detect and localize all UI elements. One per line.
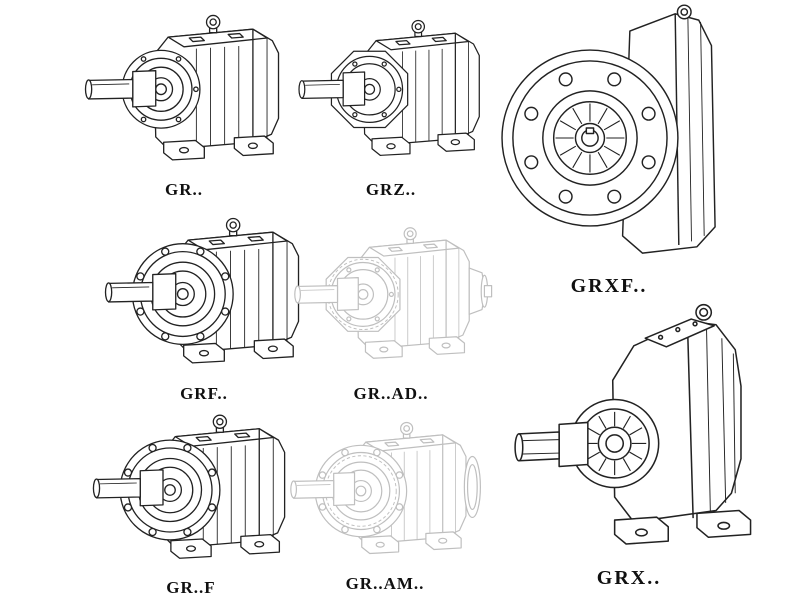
product-label-gr-f: GR..F xyxy=(166,578,216,597)
product-figure-gr-am: GR..AM.. xyxy=(284,410,486,596)
product-label-grx: GRX.. xyxy=(596,567,662,589)
product-figure-gr-f: GR..F xyxy=(86,404,296,600)
product-figure-grz: GRZ.. xyxy=(292,4,490,202)
product-figure-gr-ad: GR..AD.. xyxy=(288,210,494,406)
grf-gearbox-drawing xyxy=(98,206,310,382)
product-figure-gr: GR.. xyxy=(78,4,290,202)
product-label-grf: GRF.. xyxy=(180,384,228,403)
grxf-gearbox-drawing xyxy=(495,2,723,274)
grz-gearbox-drawing xyxy=(292,4,490,178)
product-figure-grxf: GRXF.. xyxy=(495,2,723,298)
gr-ad-gearbox-drawing xyxy=(288,210,494,382)
product-label-grxf: GRXF.. xyxy=(570,275,648,297)
product-label-gr-am: GR..AM.. xyxy=(345,574,425,593)
product-label-grz: GRZ.. xyxy=(365,180,417,199)
grx-gearbox-drawing xyxy=(498,298,760,566)
product-figure-grf: GRF.. xyxy=(98,206,310,406)
gr-am-gearbox-drawing xyxy=(284,410,486,572)
product-label-gr-ad: GR..AD.. xyxy=(353,384,429,403)
gr-f-gearbox-drawing xyxy=(86,404,296,576)
product-label-gr: GR.. xyxy=(165,180,203,199)
product-figure-grx: GRX.. xyxy=(498,298,760,590)
gr-gearbox-drawing xyxy=(78,4,290,178)
